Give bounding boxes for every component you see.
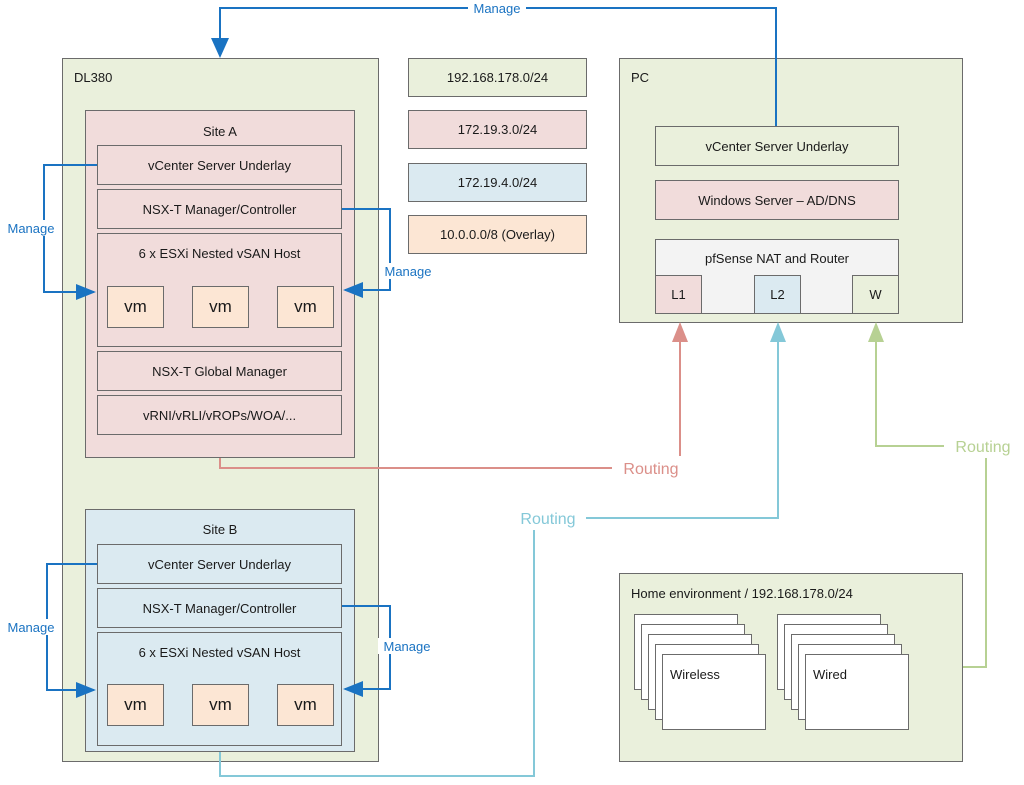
routing-line-site-b bbox=[219, 334, 779, 777]
wired-device bbox=[805, 654, 909, 730]
site-b-vm-1: vm bbox=[107, 684, 164, 726]
routing-label-site-a-bg bbox=[612, 456, 718, 480]
manage-label-site-a-left: Manage bbox=[8, 221, 55, 236]
site-a-nsx-manager: NSX-T Manager/Controller bbox=[97, 189, 342, 229]
site-a-title: Site A bbox=[203, 124, 237, 139]
site-a-vm-1: vm bbox=[107, 286, 164, 328]
wireless-label: Wireless bbox=[670, 667, 720, 682]
routing-arrow-site-a bbox=[672, 322, 688, 342]
site-a-vm-2: vm bbox=[192, 286, 249, 328]
dl380-title: DL380 bbox=[74, 70, 113, 85]
site-a-vcenter: vCenter Server Underlay bbox=[97, 145, 342, 185]
manage-arrow-site-b-left bbox=[76, 682, 96, 698]
manage-arrow-top bbox=[211, 38, 229, 58]
pfsense-port-l2: L2 bbox=[754, 275, 801, 314]
home-env-title: Home environment / 192.168.178.0/24 bbox=[631, 586, 853, 601]
site-b-vm-3: vm bbox=[277, 684, 334, 726]
manage-label-top: Manage bbox=[474, 1, 521, 16]
site-b-vm-2: vm bbox=[192, 684, 249, 726]
legend-net-site-a: 172.19.3.0/24 bbox=[408, 110, 587, 149]
routing-label-home: Routing bbox=[955, 439, 1010, 456]
pfsense-port-l1: L1 bbox=[655, 275, 702, 314]
routing-label-home-bg bbox=[944, 434, 1022, 458]
manage-label-top-bg bbox=[468, 0, 526, 16]
site-a-vrni: vRNI/vRLI/vROPs/WOA/... bbox=[97, 395, 342, 435]
manage-label-site-a-right-bg bbox=[380, 263, 436, 279]
manage-line-site-a-right bbox=[342, 208, 391, 291]
manage-label-site-a-left-bg bbox=[2, 220, 60, 236]
wired-label: Wired bbox=[813, 667, 847, 682]
site-a-vm-3: vm bbox=[277, 286, 334, 328]
routing-line-home bbox=[875, 334, 987, 668]
routing-arrow-home bbox=[868, 322, 884, 342]
pc-windows-server: Windows Server – AD/DNS bbox=[655, 180, 899, 220]
manage-line-top bbox=[219, 7, 777, 126]
routing-line-site-a bbox=[219, 334, 681, 469]
manage-arrow-site-a-left bbox=[76, 284, 96, 300]
manage-label-site-b-left: Manage bbox=[8, 620, 55, 635]
manage-label-site-b-left-bg bbox=[2, 619, 60, 635]
routing-arrow-site-b bbox=[770, 322, 786, 342]
site-b-nsx-manager: NSX-T Manager/Controller bbox=[97, 588, 342, 628]
routing-label-site-b: Routing bbox=[520, 511, 575, 528]
manage-label-site-b-right-bg bbox=[378, 638, 436, 654]
legend-net-home: 192.168.178.0/24 bbox=[408, 58, 587, 97]
site-b-esxi-title: 6 x ESXi Nested vSAN Host bbox=[138, 645, 301, 660]
manage-label-site-a-right: Manage bbox=[385, 264, 432, 279]
legend-net-site-b: 172.19.4.0/24 bbox=[408, 163, 587, 202]
pc-title: PC bbox=[631, 70, 650, 85]
manage-label-site-b-right: Manage bbox=[384, 639, 431, 654]
pc-vcenter: vCenter Server Underlay bbox=[655, 126, 899, 166]
pfsense-title: pfSense NAT and Router bbox=[704, 251, 850, 266]
site-a-esxi-title: 6 x ESXi Nested vSAN Host bbox=[138, 246, 301, 261]
pfsense-port-w: W bbox=[852, 275, 899, 314]
site-b-vcenter: vCenter Server Underlay bbox=[97, 544, 342, 584]
manage-arrow-site-b-right bbox=[343, 681, 363, 697]
manage-arrow-site-a-right bbox=[343, 282, 363, 298]
routing-label-site-a: Routing bbox=[623, 461, 678, 478]
site-b-title: Site B bbox=[202, 522, 238, 537]
legend-net-overlay: 10.0.0.0/8 (Overlay) bbox=[408, 215, 587, 254]
routing-label-site-b-bg bbox=[510, 506, 586, 530]
site-a-global-manager: NSX-T Global Manager bbox=[97, 351, 342, 391]
wireless-device bbox=[662, 654, 766, 730]
